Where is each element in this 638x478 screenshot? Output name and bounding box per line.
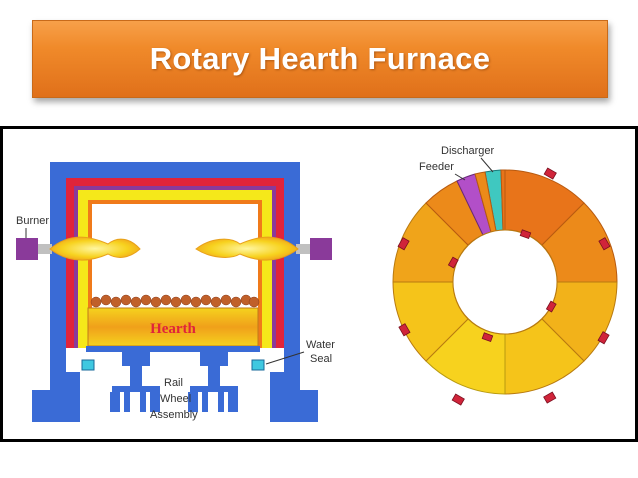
water-seal-left (81, 359, 95, 371)
rotary-hearth-top-view: Discharger Feeder (392, 145, 618, 406)
burner-label: Burner (16, 215, 49, 227)
assembly-label: Assembly (150, 409, 198, 421)
feeder-label: Feeder (419, 161, 454, 173)
left-flame (49, 236, 141, 261)
hearth-label: Hearth (150, 321, 196, 337)
right-burner-body (310, 238, 332, 260)
discharger-label: Discharger (441, 145, 495, 157)
furnace-cross-section: Hearth Burner Water Seal Ra (16, 162, 335, 422)
water-seal-label-1: Water (306, 339, 335, 351)
wheel-label: Wheel (160, 393, 191, 405)
title-banner: Rotary Hearth Furnace (32, 20, 608, 98)
left-leg (50, 358, 80, 390)
rail-wheel-assembly-right (188, 352, 238, 412)
burner-markers (397, 167, 611, 406)
hearth (87, 307, 259, 347)
water-seal-right (251, 359, 265, 371)
left-burner-body (16, 238, 38, 260)
right-flame (195, 236, 299, 261)
right-leg (270, 358, 300, 390)
water-seal-label-2: Seal (310, 353, 332, 365)
slide-title: Rotary Hearth Furnace (149, 41, 491, 76)
rail-label: Rail (164, 377, 183, 389)
rail-wheel-assembly-left (110, 352, 160, 412)
pellet-layer (90, 294, 260, 308)
